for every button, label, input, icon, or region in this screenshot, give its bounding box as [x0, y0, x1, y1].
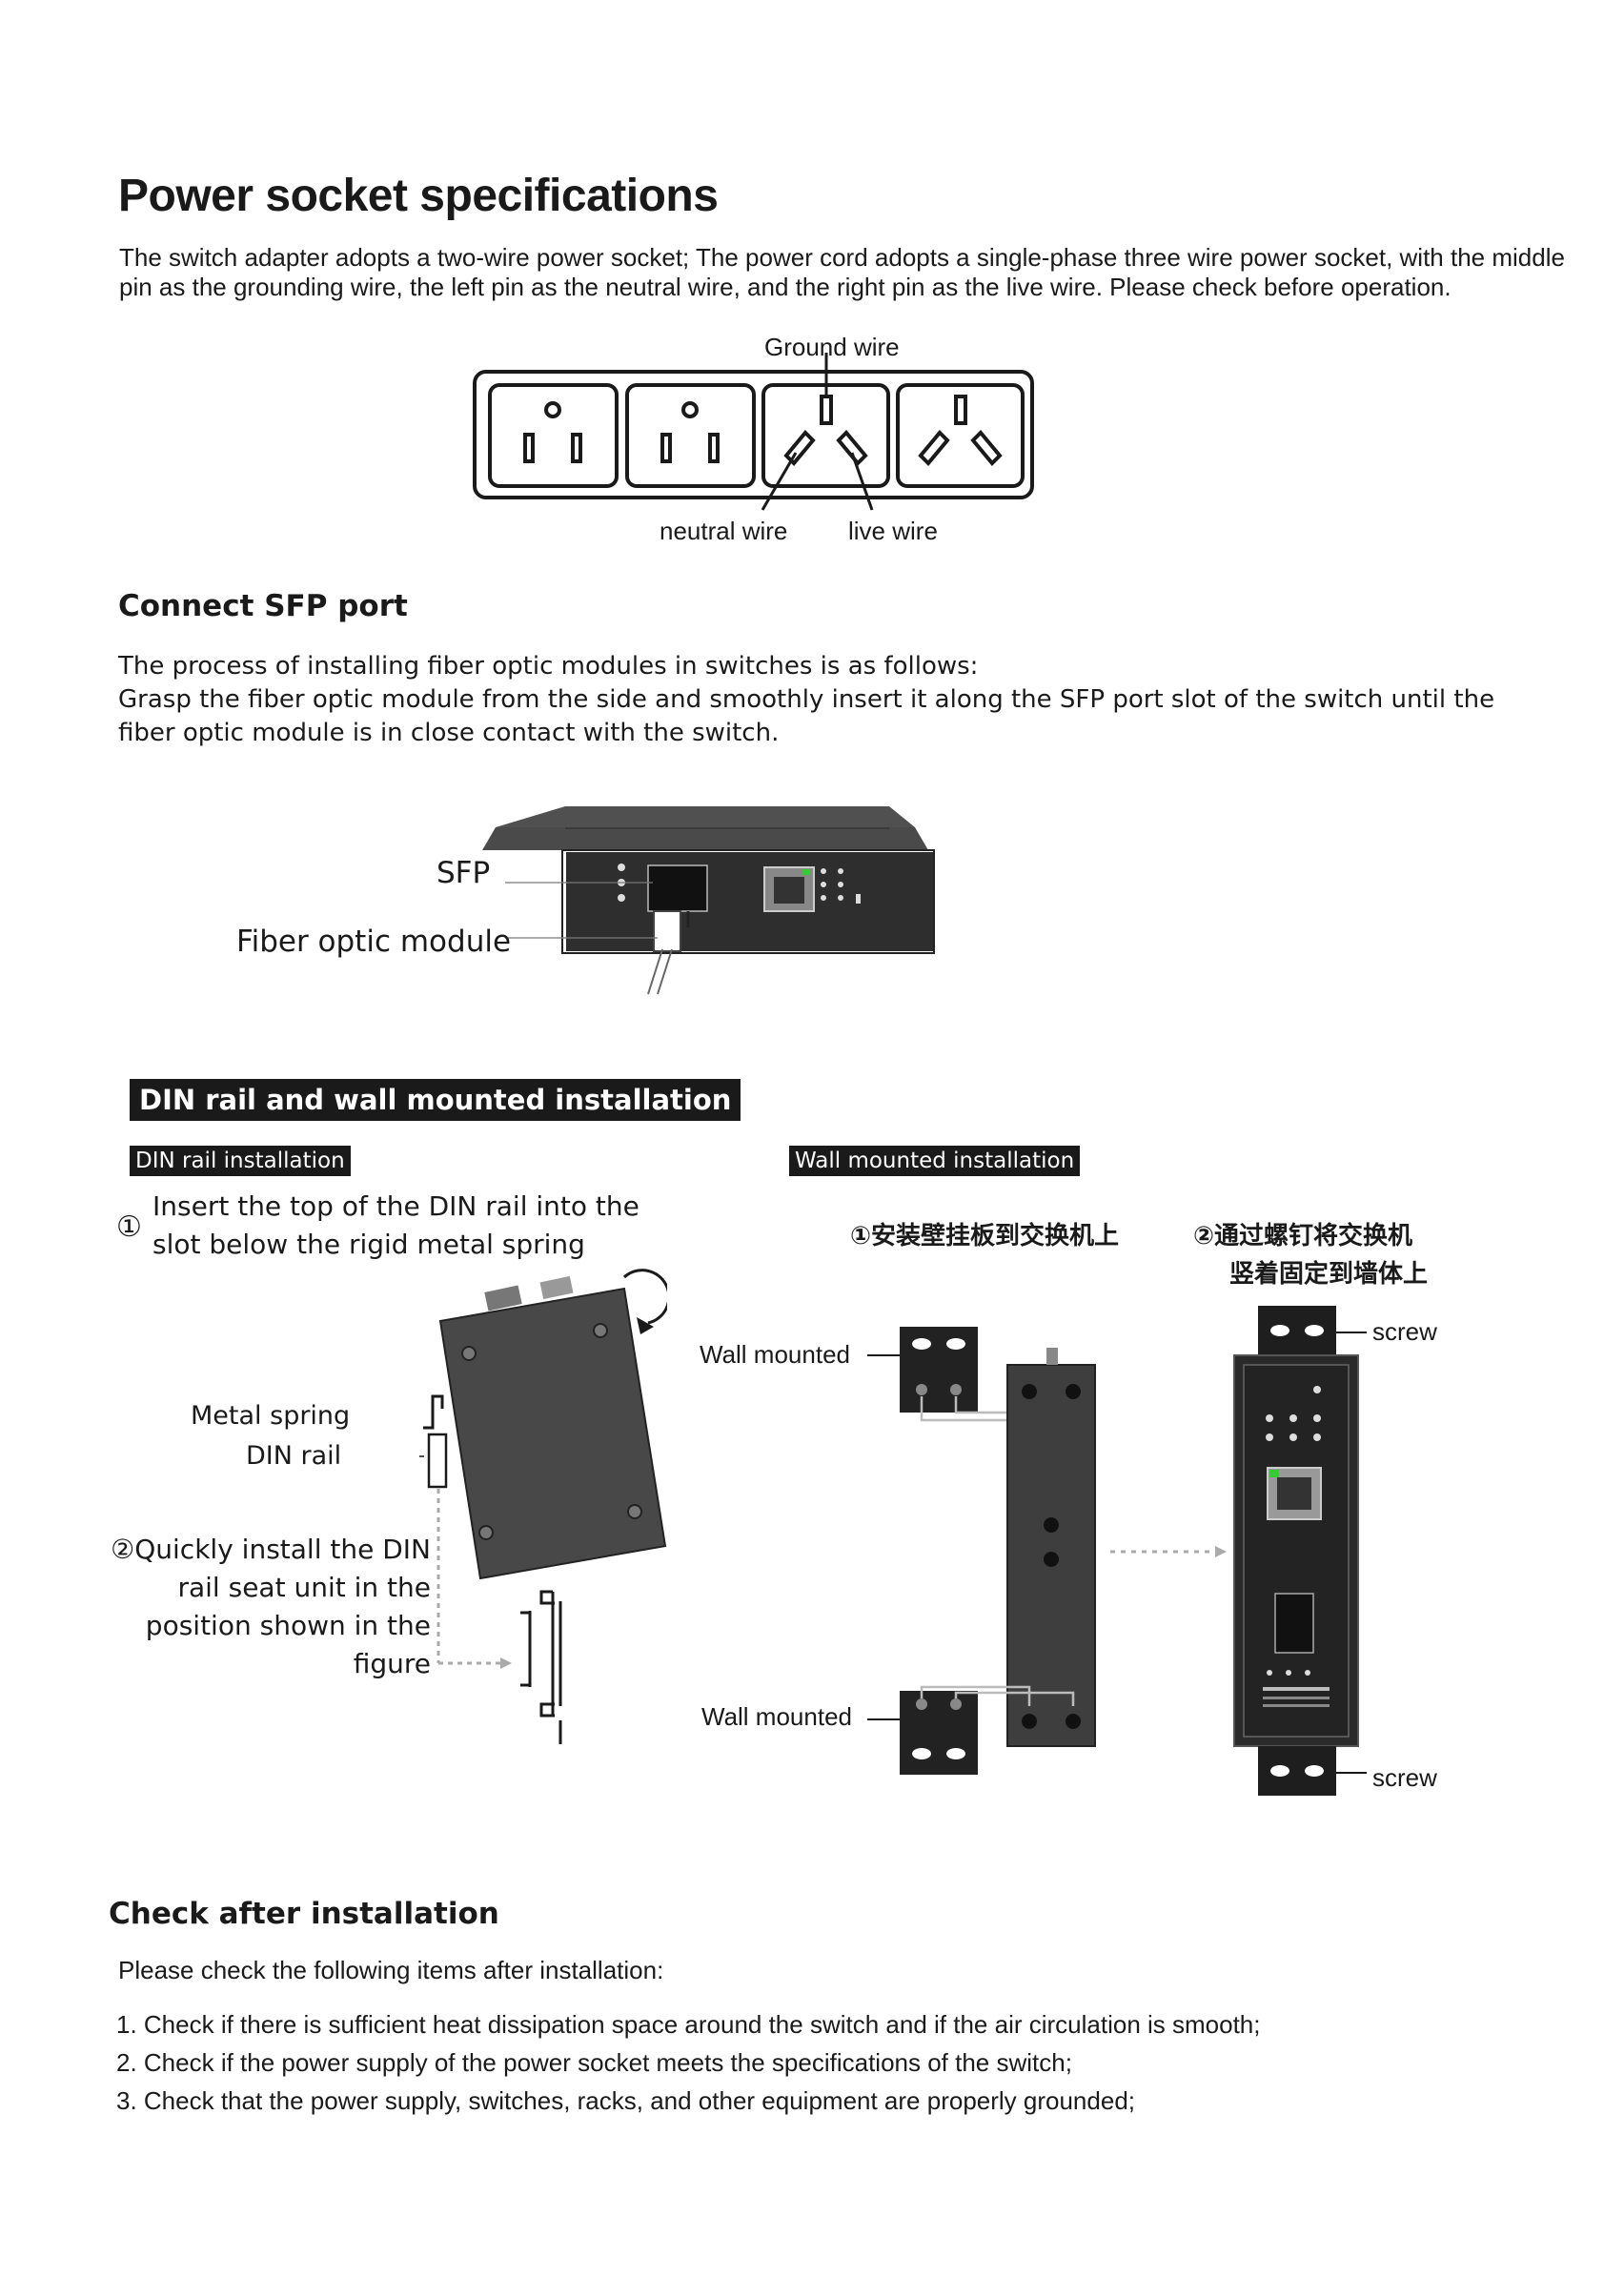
label-fiber-module: Fiber optic module	[236, 925, 512, 959]
wall-step2-line1: ②通过螺钉将交换机	[1193, 1222, 1413, 1250]
power-socket-diagram	[473, 353, 1034, 511]
check-intro: Please check the following items after i…	[118, 1956, 664, 1984]
label-ground-wire: Ground wire	[764, 333, 900, 361]
check-item-1: 1. Check if there is sufficient heat dis…	[116, 2010, 1261, 2039]
switch-side-view	[1006, 1348, 1096, 1747]
wall-plate-top	[900, 1327, 978, 1413]
switch-front-wall-mounted	[1233, 1306, 1359, 1796]
subbanner-din: DIN rail installation	[130, 1146, 351, 1176]
wall-plate-bottom	[900, 1691, 978, 1775]
din-step1-number: ①	[116, 1211, 142, 1243]
label-metal-spring: Metal spring	[191, 1401, 351, 1431]
label-live-wire: live wire	[848, 517, 938, 545]
socket-1	[488, 383, 619, 488]
label-sfp: SFP	[436, 856, 491, 890]
din-step2-text: ②Quickly install the DIN rail seat unit …	[111, 1534, 431, 1679]
din-rail-diagram	[419, 1269, 667, 1744]
sfp-paragraph-1: The process of installing fiber optic mo…	[118, 652, 979, 681]
wall-mount-diagram	[867, 1306, 1367, 1796]
wall-step2-line2: 竖着固定到墙体上	[1229, 1260, 1429, 1289]
check-item-3: 3. Check that the power supply, switches…	[116, 2086, 1135, 2115]
section-title-sfp: Connect SFP port	[118, 589, 408, 623]
socket-3-three-pin	[761, 353, 890, 511]
check-list: 1. Check if there is sufficient heat dis…	[116, 2005, 1546, 2120]
label-neutral-wire: neutral wire	[660, 517, 788, 545]
sfp-paragraph-2: Grasp the fiber optic module from the si…	[118, 685, 1495, 747]
subbanner-wall: Wall mounted installation	[789, 1146, 1081, 1176]
label-wall-mounted-top: Wall mounted	[700, 1340, 850, 1369]
page-title-power: Power socket specifications	[118, 171, 719, 221]
din-step1-text: Insert the top of the DIN rail into the …	[152, 1190, 639, 1260]
power-paragraph: The switch adapter adopts a two-wire pow…	[119, 243, 1565, 301]
label-din-rail: DIN rail	[246, 1441, 342, 1471]
label-screw-top: screw	[1372, 1317, 1437, 1346]
label-screw-bottom: screw	[1372, 1763, 1437, 1792]
socket-2	[625, 383, 756, 488]
socket-4-three-pin	[896, 383, 1025, 488]
label-wall-mounted-bottom: Wall mounted	[701, 1702, 852, 1731]
check-item-2: 2. Check if the power supply of the powe…	[116, 2048, 1072, 2077]
sfp-switch-diagram	[482, 806, 935, 995]
section-title-check: Check after installation	[109, 1897, 499, 1931]
banner-din-wall: DIN rail and wall mounted installation	[130, 1079, 741, 1121]
wall-step1-text: ①安装壁挂板到交换机上	[850, 1222, 1120, 1250]
